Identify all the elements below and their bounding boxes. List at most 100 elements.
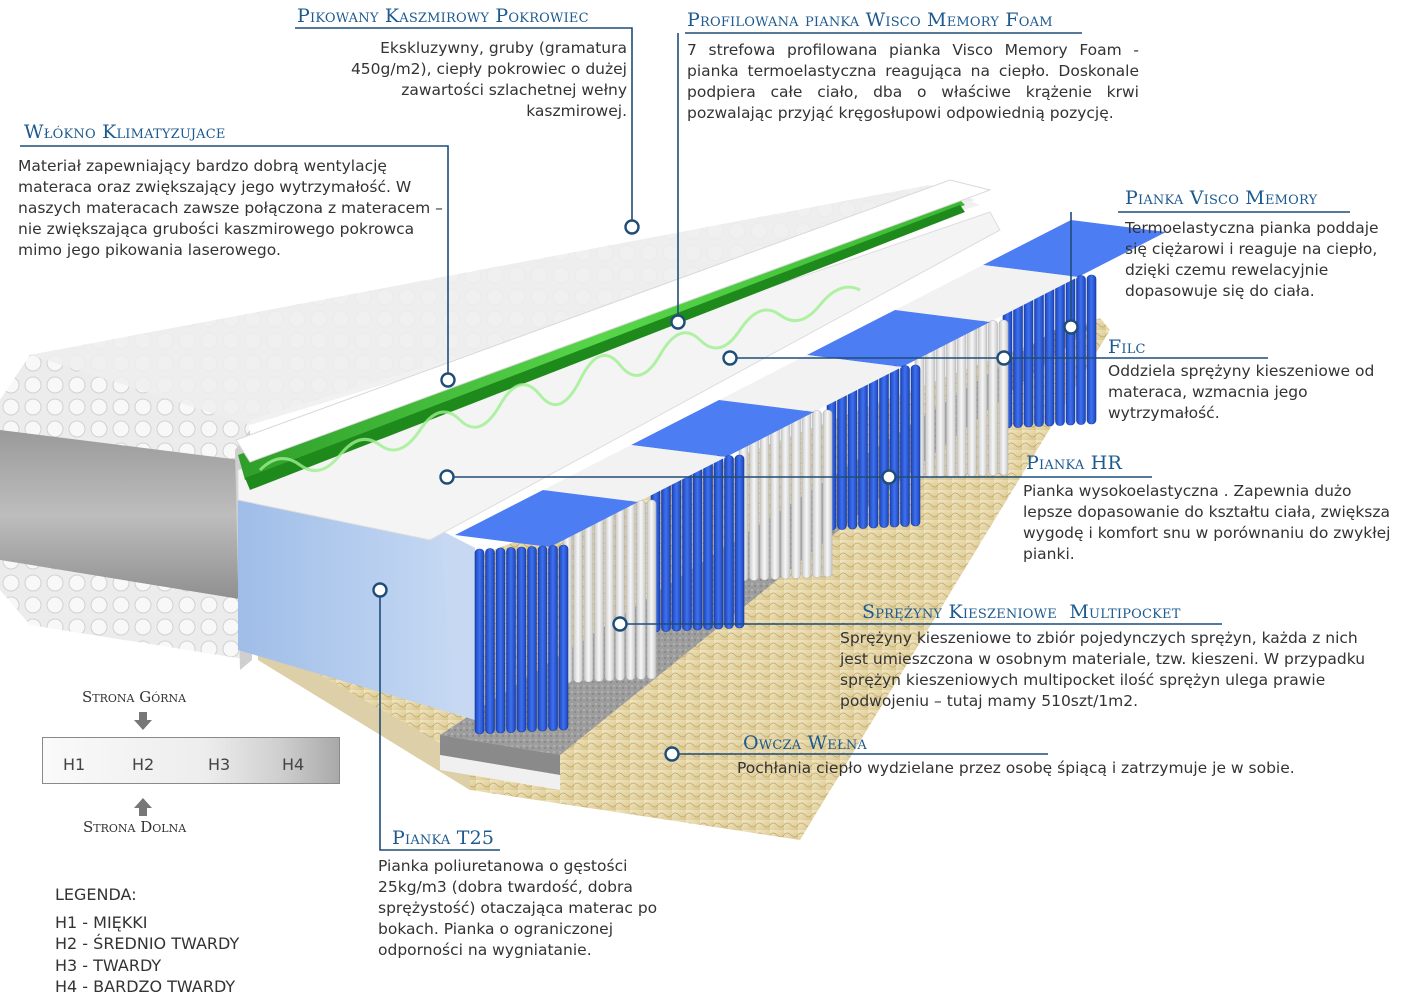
spring-coil bbox=[1044, 276, 1055, 427]
spring-coil bbox=[594, 502, 604, 682]
spring-coil bbox=[868, 366, 879, 529]
marker-dot bbox=[372, 219, 1079, 762]
callout-visco: Pianka Visco Memory Termoelastyczna pian… bbox=[1125, 186, 1395, 302]
spring-coil bbox=[474, 548, 485, 735]
callout-title: Pianka T25 bbox=[392, 827, 495, 849]
hardness-level: H2 bbox=[132, 755, 155, 774]
callout-desc: Pianka wysokoelastyczna . Zapewnia dużo … bbox=[1023, 482, 1391, 563]
spring-coil bbox=[636, 500, 646, 680]
callout-t25: Pianka T25 Pianka poliuretanowa o gęstoś… bbox=[378, 826, 696, 961]
callout-desc: Materiał zapewniający bardzo dobrą wenty… bbox=[18, 157, 443, 259]
callout-title: Filc bbox=[1108, 336, 1146, 358]
spring-coil bbox=[724, 455, 734, 629]
spring-coil bbox=[780, 411, 791, 580]
legend-item: H3 - TWARDY bbox=[55, 955, 162, 975]
visco-top-sheet bbox=[235, 179, 992, 463]
spring-coil bbox=[646, 499, 657, 680]
spring-zone-top bbox=[719, 355, 902, 412]
spring-coil bbox=[682, 457, 692, 631]
side-bottom-label: Strona Dolna bbox=[83, 818, 187, 836]
spring-zone-top bbox=[807, 310, 990, 367]
spring-coil bbox=[1086, 274, 1097, 425]
spring-coil bbox=[583, 502, 594, 683]
legend: LEGENDA: H1 - MIĘKKI H2 - ŚREDNIO TWARDY… bbox=[55, 884, 239, 998]
leader-lines bbox=[20, 27, 1350, 851]
spring-coil bbox=[998, 319, 1009, 476]
arrow-down-icon bbox=[134, 712, 152, 730]
spring-zone-top bbox=[895, 265, 1078, 322]
spring-coil bbox=[889, 365, 900, 528]
spring-coil bbox=[506, 547, 516, 733]
marker-dots bbox=[372, 219, 1079, 762]
spring-coil bbox=[692, 456, 703, 631]
spring-coil bbox=[977, 320, 988, 477]
spring-zone-top bbox=[543, 445, 726, 502]
spring-coil bbox=[713, 455, 724, 630]
hardness-scale: H1 H2 H3 H4 bbox=[42, 737, 340, 784]
callout-visco-profil: Profilowana pianka Wisco Memory Foam 7 s… bbox=[687, 8, 1139, 124]
callout-hr: Pianka HR Pianka wysokoelastyczna . Zape… bbox=[1023, 451, 1393, 565]
arrow-up-icon bbox=[134, 798, 152, 816]
callout-title: Włókno Klimatyzujace bbox=[24, 121, 226, 143]
callout-welna: Owcza Wełna Pochłania ciepło wydzielane … bbox=[737, 731, 1377, 779]
callout-desc: Termoelastyczna pianka poddaje się cięża… bbox=[1125, 219, 1379, 300]
top-cover bbox=[30, 185, 980, 425]
callout-desc: Ekskluzywny, gruby (gramatura 450g/m2), … bbox=[350, 39, 627, 120]
spring-coil bbox=[625, 500, 636, 681]
spring-coil bbox=[537, 545, 548, 732]
callout-pokrowiec: Pikowany Kaszmirowy Pokrowiec Ekskluzywn… bbox=[297, 4, 627, 122]
spring-coil bbox=[548, 545, 558, 731]
spring-coil bbox=[988, 320, 998, 476]
spring-coil bbox=[791, 411, 801, 579]
bottom-foam bbox=[440, 755, 560, 790]
spring-zone-top bbox=[631, 400, 814, 457]
spring-coil bbox=[910, 364, 921, 527]
callout-title: Sprężyny Kieszeniowe Multipocket bbox=[862, 601, 1181, 623]
spring-coil bbox=[879, 366, 889, 528]
spring-zone bbox=[895, 265, 1078, 480]
legend-item: H1 - MIĘKKI bbox=[55, 912, 148, 932]
spring-coil bbox=[770, 412, 780, 580]
callout-desc: 7 strefowa profilowana pianka Visco Memo… bbox=[687, 41, 1139, 122]
spring-coil bbox=[495, 547, 506, 734]
spring-coil bbox=[967, 321, 977, 477]
legend-heading: LEGENDA: bbox=[55, 885, 137, 904]
spring-coil bbox=[558, 544, 569, 731]
callout-sprezyny: Sprężyny Kieszeniowe Multipocket Sprężyn… bbox=[840, 600, 1388, 712]
spring-coil bbox=[900, 365, 910, 527]
callout-title: Owcza Wełna bbox=[743, 732, 868, 754]
spring-coil bbox=[801, 410, 812, 579]
spring-coil bbox=[946, 322, 956, 478]
spring-zone bbox=[455, 490, 638, 735]
spring-coil bbox=[485, 548, 495, 734]
callout-filc: Filc Oddziela sprężyny kieszeniowe od ma… bbox=[1108, 335, 1388, 424]
callout-title: Pikowany Kaszmirowy Pokrowiec bbox=[297, 5, 589, 27]
spring-coil bbox=[956, 321, 967, 478]
callout-title: Profilowana pianka Wisco Memory Foam bbox=[687, 9, 1053, 31]
spring-coil bbox=[1034, 277, 1044, 427]
spring-zone-top bbox=[983, 220, 1166, 277]
spring-coil bbox=[1055, 276, 1065, 426]
spring-zone bbox=[807, 310, 990, 531]
callout-title: Pianka HR bbox=[1026, 452, 1122, 474]
callout-desc: Pianka poliuretanowa o gęstości 25kg/m3 … bbox=[378, 857, 658, 959]
hardness-level: H3 bbox=[208, 755, 231, 774]
spring-coil bbox=[1076, 275, 1086, 425]
t25-foam bbox=[238, 490, 475, 720]
spring-coil bbox=[516, 546, 527, 733]
legend-item: H4 - BARDZO TWARDY bbox=[55, 977, 236, 996]
callout-desc: Oddziela sprężyny kieszeniowe od materac… bbox=[1108, 362, 1375, 422]
spring-zone bbox=[631, 400, 814, 633]
spring-coil bbox=[822, 409, 833, 578]
spring-coil bbox=[527, 546, 537, 732]
spring-coil bbox=[604, 501, 615, 682]
spring-coil bbox=[703, 456, 713, 630]
callout-title: Pianka Visco Memory bbox=[1125, 187, 1318, 209]
spring-coil bbox=[812, 410, 822, 578]
callout-desc: Sprężyny kieszeniowe to zbiór pojedynczy… bbox=[840, 629, 1366, 710]
spring-zone-top bbox=[455, 490, 638, 547]
spring-coil bbox=[858, 367, 868, 529]
side-top-label: Strona Górna bbox=[82, 688, 187, 706]
callout-desc: Pochłania ciepło wydzielane przez osobę … bbox=[737, 759, 1295, 777]
